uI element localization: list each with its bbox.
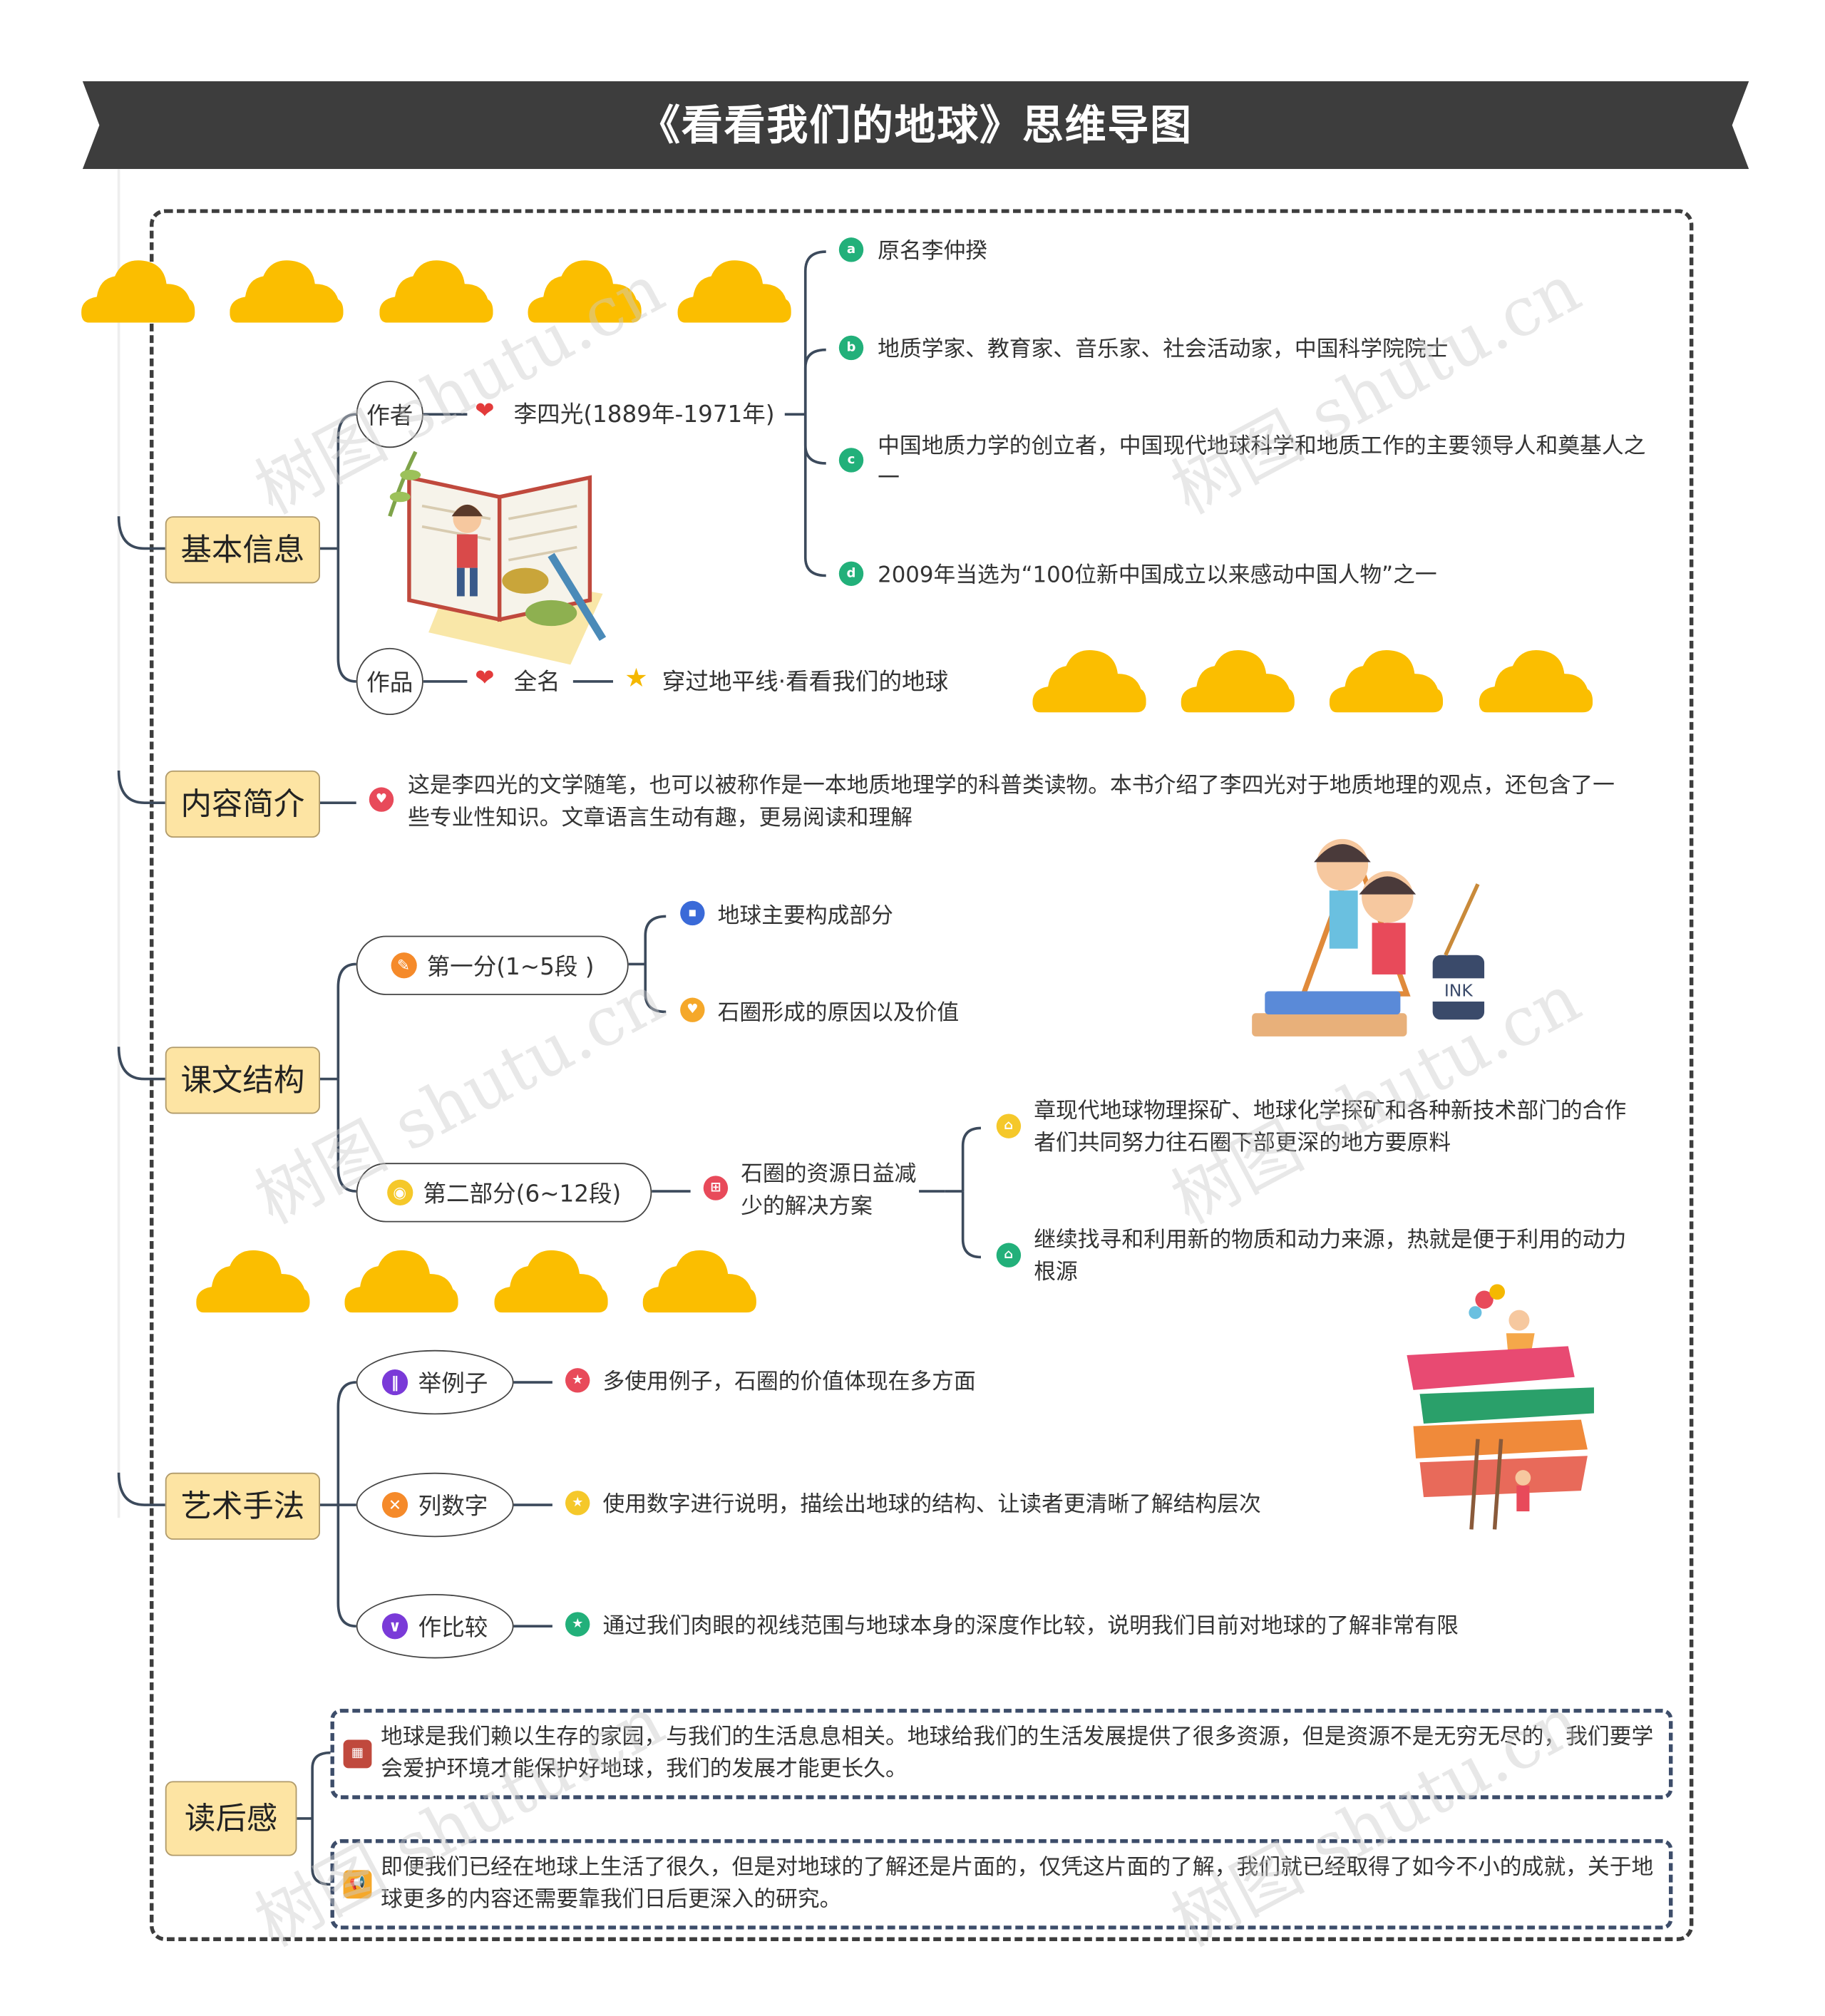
title-banner: 《看看我们的地球》思维导图: [82, 81, 1749, 170]
feeling-text: 即便我们已经在地球上生活了很久，但是对地球的了解还是片面的，仅凭这片面的了解，我…: [381, 1854, 1654, 1913]
part1-node[interactable]: ✎ 第一分(1~5段 ): [356, 935, 629, 995]
calendar-icon: ▦: [343, 1739, 372, 1769]
cloud-decoration: [677, 260, 791, 323]
close-icon: ✕: [381, 1491, 408, 1518]
author-fact: 中国地质力学的创立者，中国现代地球科学和地质工作的主要领导人和奠基人之一: [878, 433, 1646, 492]
part1-label: 第一分(1~5段 ): [426, 953, 595, 981]
cloud-decoration: [230, 260, 344, 323]
art-label: 列数字: [418, 1493, 488, 1521]
megaphone-icon: 📢: [343, 1870, 372, 1899]
category-feeling[interactable]: 读后感: [165, 1781, 297, 1856]
green-bullet-icon: c: [838, 448, 864, 473]
art-label: 作比较: [418, 1614, 488, 1642]
art-node-example[interactable]: ‖ 举例子: [356, 1349, 514, 1415]
pencil-icon: ✎: [390, 952, 417, 979]
cloud-decoration: [81, 260, 195, 323]
green-bullet-icon: a: [838, 237, 864, 262]
cloud-decoration: [1181, 650, 1295, 713]
author-label: 作者: [366, 402, 413, 430]
art-node-compare[interactable]: ∨ 作比较: [356, 1593, 514, 1659]
part2-mid: 石圈的资源日益减少的解决方案: [741, 1161, 917, 1220]
main-branch-line: [117, 169, 120, 1518]
part2-item: 章现代地球物理探矿、地球化学探矿和各种新技术部门的合作者们共同努力往石圈下部更深…: [1034, 1098, 1627, 1157]
house-icon: ⌂: [996, 1114, 1022, 1138]
heart-icon: ❤: [475, 397, 495, 425]
stacked-books-illustration: [1407, 1284, 1594, 1530]
content-frame: [150, 209, 1694, 1941]
cloud-decoration: [344, 1250, 458, 1313]
heart-badge-icon: ♥: [369, 787, 394, 812]
part2-node[interactable]: ◉ 第二部分(6~12段): [356, 1163, 652, 1223]
cloud-decoration: [1329, 650, 1444, 713]
green-bullet-icon: d: [838, 561, 864, 586]
kids-books-illustration: INK: [1252, 838, 1490, 1037]
pause-icon: ‖: [381, 1369, 408, 1396]
cloud-decoration: [642, 1250, 756, 1313]
heart-badge-icon: ♥: [680, 997, 705, 1022]
part2-item: 继续找寻和利用新的物质和动力来源，热就是便于利用的动力根源: [1034, 1227, 1627, 1286]
category-structure[interactable]: 课文结构: [165, 1046, 321, 1114]
star-icon: ★: [624, 662, 648, 694]
part1-item: 石圈形成的原因以及价值: [717, 1000, 960, 1027]
art-node-numbers[interactable]: ✕ 列数字: [356, 1472, 514, 1538]
author-fact: 原名李仲揆: [878, 238, 988, 265]
art-text: 多使用例子，石圈的价值体现在多方面: [602, 1369, 976, 1396]
cloud-decoration: [494, 1250, 608, 1313]
gift-icon: ⊞: [703, 1176, 729, 1200]
work-label: 作品: [366, 669, 413, 697]
blue-bullet-icon: ▪: [680, 900, 705, 926]
heart-icon: ❤: [475, 664, 495, 692]
book-reading-illustration: [388, 451, 607, 665]
author-fact: 地质学家、教育家、音乐家、社会活动家，中国科学院院士: [878, 336, 1449, 363]
gamepad-icon: ◉: [386, 1179, 413, 1206]
star-badge-icon: ★: [565, 1368, 590, 1393]
category-intro[interactable]: 内容简介: [165, 770, 321, 838]
category-basic-info[interactable]: 基本信息: [165, 516, 321, 584]
cloud-decoration: [196, 1250, 310, 1313]
art-text: 使用数字进行说明，描绘出地球的结构、让读者更清晰了解结构层次: [602, 1491, 1261, 1518]
banner-shape: [82, 81, 1749, 170]
star-badge-icon: ★: [565, 1491, 590, 1516]
feeling-text: 地球是我们赖以生存的家园，与我们的生活息息相关。地球给我们的生活发展提供了很多资…: [381, 1724, 1654, 1783]
work-key: 全名: [513, 668, 560, 696]
star-badge-icon: ★: [565, 1612, 590, 1637]
work-value: 穿过地平线·看看我们的地球: [662, 668, 949, 696]
art-label: 举例子: [418, 1370, 488, 1398]
cloud-decoration: [379, 260, 493, 323]
house-icon: ⌂: [996, 1243, 1022, 1267]
cloud-decoration: [1479, 650, 1593, 713]
cloud-decoration: [1032, 650, 1146, 713]
cloud-decoration: [528, 260, 642, 323]
intro-text: 这是李四光的文学随笔，也可以被称作是一本地质地理学的科普类读物。本书介绍了李四光…: [408, 773, 1615, 831]
page-title: 《看看我们的地球》思维导图: [639, 101, 1193, 150]
author-node[interactable]: 作者: [356, 381, 423, 448]
feeling-box: [330, 1838, 1673, 1930]
part1-item: 地球主要构成部分: [717, 903, 893, 930]
part2-label: 第二部分(6~12段): [423, 1181, 622, 1208]
category-art[interactable]: 艺术手法: [165, 1472, 321, 1540]
green-bullet-icon: b: [838, 335, 864, 361]
art-text: 通过我们肉眼的视线范围与地球本身的深度作比较，说明我们目前对地球的了解非常有限: [602, 1613, 1459, 1640]
author-name: 李四光(1889年-1971年): [513, 401, 775, 429]
chevron-down-icon: ∨: [381, 1613, 408, 1640]
author-fact: 2009年当选为“100位新中国成立以来感动中国人物”之一: [878, 562, 1437, 589]
work-node[interactable]: 作品: [356, 647, 423, 716]
svg-text:INK: INK: [1444, 981, 1474, 1001]
feeling-box: [330, 1709, 1673, 1799]
